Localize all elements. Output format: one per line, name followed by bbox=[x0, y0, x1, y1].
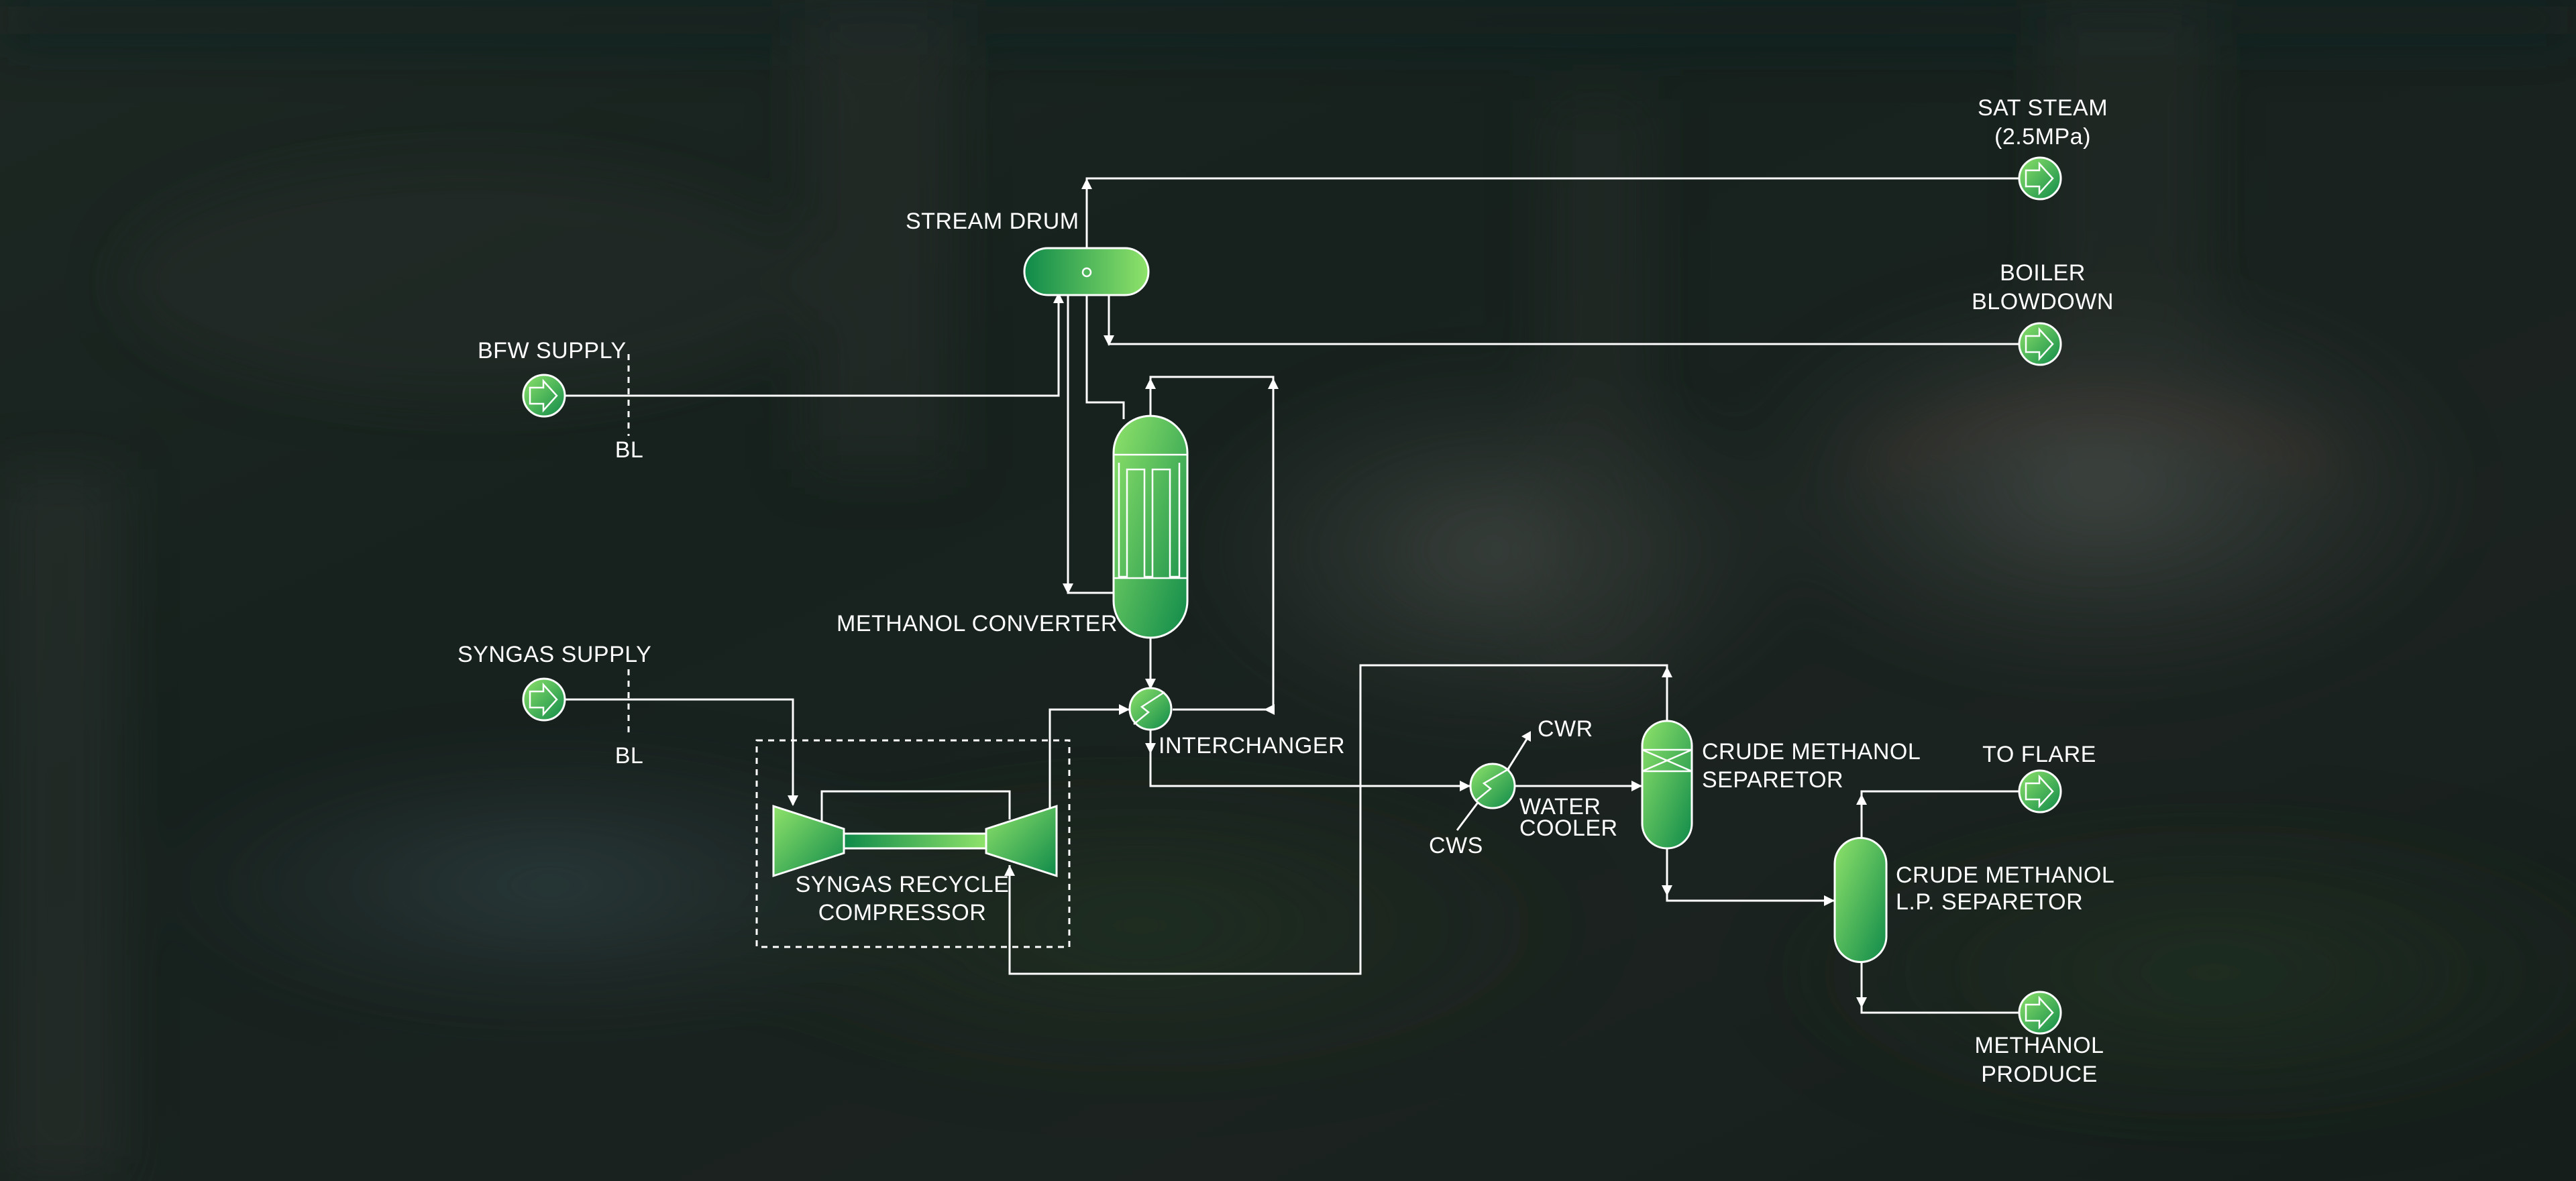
arrow-downcomer bbox=[1063, 583, 1073, 594]
terminal-to-flare[interactable] bbox=[2018, 769, 2062, 813]
crude-methanol-separator bbox=[1641, 720, 1693, 850]
pipe-produce bbox=[1860, 962, 2019, 1014]
arrow-syngas-down bbox=[788, 795, 798, 806]
arrow-to-ix bbox=[1119, 704, 1130, 715]
arrow-loop-left bbox=[1264, 704, 1275, 715]
label-to-flare: TO FLARE bbox=[1982, 742, 2096, 767]
pipe-sep-lp bbox=[1666, 848, 1835, 902]
label-sat-steam-1: SAT STEAM bbox=[1978, 95, 2108, 121]
arrow-sep-down bbox=[1662, 885, 1672, 896]
label-methanol-produce-2: PRODUCE bbox=[1981, 1062, 2098, 1087]
arrow-blowdown-down bbox=[1104, 335, 1114, 346]
label-cwr: CWR bbox=[1538, 716, 1593, 742]
arrow-loop-top bbox=[1145, 378, 1156, 389]
arrow-bfw-drum bbox=[1053, 292, 1064, 303]
label-syngas-supply: SYNGAS SUPPLY bbox=[458, 642, 651, 667]
arrow-produce-down bbox=[1856, 997, 1867, 1008]
terminal-boiler-blowdown[interactable] bbox=[2018, 322, 2062, 366]
terminal-bfw-supply[interactable] bbox=[522, 374, 566, 418]
label-sat-steam-2: (2.5MPa) bbox=[1994, 124, 2091, 150]
label-boiler-1: BOILER bbox=[2000, 260, 2086, 286]
arrow-loop-up bbox=[1268, 378, 1279, 389]
label-compressor-2: COMPRESSOR bbox=[818, 900, 987, 925]
label-bl-1: BL bbox=[615, 437, 644, 463]
label-lp-sep-1: CRUDE METHANOL bbox=[1896, 862, 2114, 888]
pipe-comp-ix bbox=[1049, 708, 1129, 835]
label-interchanger: INTERCHANGER bbox=[1159, 733, 1345, 758]
pipes bbox=[564, 177, 2019, 1014]
arrow-recycle-comp bbox=[1004, 865, 1015, 876]
arrow-to-lp bbox=[1824, 895, 1835, 906]
labels: SAT STEAM (2.5MPa) STREAM DRUM BOILER BL… bbox=[458, 95, 2114, 1087]
arrow-flare-up bbox=[1856, 794, 1867, 805]
terminal-sat-steam[interactable] bbox=[2018, 156, 2062, 201]
pipe-flare bbox=[1860, 790, 2019, 838]
label-methanol-converter: METHANOL CONVERTER bbox=[837, 611, 1118, 636]
terminal-syngas-supply[interactable] bbox=[522, 677, 566, 722]
label-bl-2: BL bbox=[615, 743, 644, 769]
terminal-methanol-produce[interactable] bbox=[2018, 991, 2062, 1035]
arrow-cwr bbox=[1521, 731, 1531, 742]
label-crude-sep-1: CRUDE METHANOL bbox=[1702, 739, 1921, 765]
water-cooler bbox=[1469, 763, 1516, 809]
label-water-cooler-1: WATER bbox=[1519, 794, 1601, 820]
pipe-top-loop bbox=[1149, 376, 1275, 711]
label-methanol-produce-1: METHANOL bbox=[1975, 1033, 2104, 1058]
arrow-steam-up bbox=[1081, 178, 1092, 189]
pipe-cws bbox=[1456, 800, 1481, 831]
pipe-syngas bbox=[564, 698, 794, 805]
label-boiler-2: BLOWDOWN bbox=[1972, 289, 2114, 315]
arrow-conv-ix bbox=[1145, 679, 1156, 689]
label-crude-sep-2: SEPARETOR bbox=[1702, 767, 1843, 793]
stream-drum bbox=[1023, 247, 1150, 296]
crude-methanol-lp-separator bbox=[1833, 837, 1888, 963]
arrow-ix-down bbox=[1145, 743, 1156, 754]
label-bfw-supply: BFW SUPPLY bbox=[478, 338, 627, 363]
interchanger bbox=[1128, 687, 1173, 731]
compressor-package-boundary bbox=[755, 739, 1071, 948]
arrow-to-cooler bbox=[1460, 781, 1470, 791]
pipe-bfw-supply bbox=[564, 298, 1060, 397]
label-water-cooler-2: COOLER bbox=[1519, 816, 1618, 841]
label-lp-sep-2: L.P. SEPARETOR bbox=[1896, 889, 2083, 915]
label-cws: CWS bbox=[1429, 833, 1483, 858]
pipe-riser bbox=[1085, 295, 1125, 419]
label-compressor-1: SYNGAS RECYCLE bbox=[796, 872, 1010, 897]
arrow-recycle-up bbox=[1662, 667, 1672, 677]
pipe-cwr bbox=[1505, 738, 1528, 772]
methanol-converter bbox=[1112, 414, 1189, 639]
arrow-to-sep bbox=[1631, 781, 1642, 791]
syngas-recycle-compressor bbox=[772, 790, 1058, 878]
label-stream-drum: STREAM DRUM bbox=[906, 209, 1079, 234]
